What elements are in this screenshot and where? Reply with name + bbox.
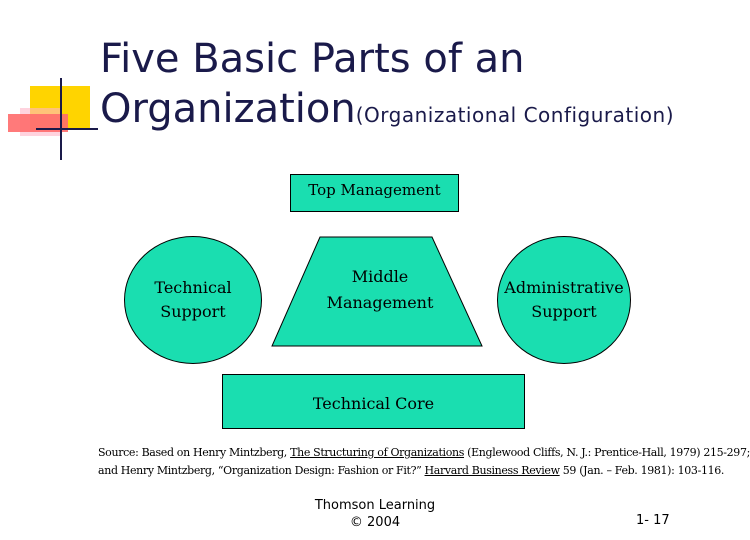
logo-vertical-line: [60, 78, 62, 160]
source-prefix: Source: Based on Henry Mintzberg,: [98, 446, 291, 459]
footer-publisher: Thomson Learning © 2004: [300, 497, 450, 531]
publisher-name: Thomson Learning: [314, 498, 436, 513]
title-line-1: Five Basic Parts of an: [100, 36, 525, 82]
source-book-details: (Englewood Cliffs, N. J.: Prentice-Hall,…: [464, 446, 750, 459]
part-administrative-support-label: Administrative Support: [504, 278, 624, 321]
source-citation: Source: Based on Henry Mintzberg, The St…: [98, 444, 750, 480]
middle-label-line-2: Management: [326, 293, 434, 312]
part-middle-management-label: Middle Management: [300, 264, 460, 316]
middle-label-line-1: Middle: [351, 267, 409, 286]
page-number: 1- 17: [636, 513, 670, 528]
part-middle-management-shape: [271, 236, 483, 347]
source-journal: Harvard Business Review: [424, 464, 560, 477]
part-technical-core-label: Technical Core: [312, 394, 435, 413]
part-technical-support: Technical Support: [124, 236, 262, 364]
copyright: © 2004: [349, 515, 401, 530]
slide-logo: [0, 0, 110, 170]
title-subtitle: (Organizational Configuration): [355, 103, 675, 127]
part-top-management: Top Management: [290, 174, 459, 212]
part-top-management-label: Top Management: [308, 181, 441, 199]
logo-horizontal-line: [36, 128, 98, 130]
part-administrative-support: Administrative Support: [497, 236, 631, 364]
source-line-1: Source: Based on Henry Mintzberg, The St…: [98, 444, 750, 462]
source-journal-details: 59 (Jan. – Feb. 1981): 103-116.: [559, 464, 725, 477]
title-line-2: Organization(Organizational Configuratio…: [100, 84, 710, 140]
source-article: and Henry Mintzberg, “Organization Desig…: [98, 464, 425, 477]
slide-title: Five Basic Parts of an Organization(Orga…: [100, 34, 710, 140]
title-main-word: Organization: [100, 86, 356, 132]
logo-red-bar: [8, 114, 68, 132]
source-line-2: and Henry Mintzberg, “Organization Desig…: [98, 462, 724, 480]
source-book-title: The Structuring of Organizations: [290, 446, 465, 459]
part-technical-support-label: Technical Support: [154, 278, 232, 321]
part-technical-core: Technical Core: [222, 374, 525, 429]
